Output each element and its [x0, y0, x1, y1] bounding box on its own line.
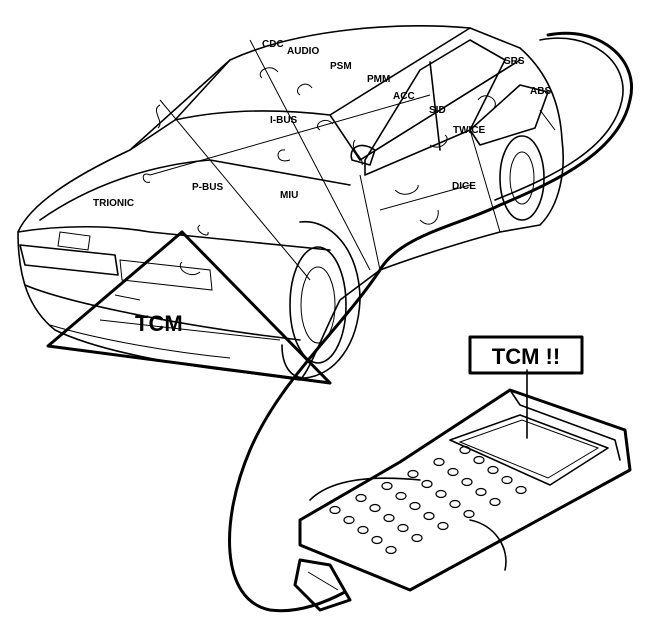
device-keypad	[329, 445, 527, 555]
module-label-sid: SID	[429, 105, 446, 116]
keypad-key	[435, 489, 447, 499]
keypad-key	[449, 499, 461, 509]
keypad-key	[461, 477, 473, 487]
keypad-key	[355, 493, 367, 503]
keypad-key	[385, 545, 397, 555]
keypad-key	[447, 467, 459, 477]
module-label-twice: TWICE	[453, 125, 486, 136]
keypad-key	[397, 523, 409, 533]
keypad-key	[501, 475, 513, 485]
keypad-key	[463, 509, 475, 519]
module-label-dice: DICE	[452, 181, 476, 192]
module-label-acc: ACC	[393, 91, 415, 102]
module-label-abs: ABS	[530, 86, 551, 97]
module-label-miu: MIU	[280, 190, 298, 201]
module-label-cdc: CDC	[262, 39, 284, 50]
module-label-audio: AUDIO	[287, 46, 319, 57]
keypad-key	[395, 491, 407, 501]
keypad-key	[409, 501, 421, 511]
module-label-srs: SRS	[504, 56, 525, 67]
keypad-key	[437, 521, 449, 531]
keypad-key	[369, 503, 381, 513]
keypad-key	[459, 445, 471, 455]
keypad-key	[475, 487, 487, 497]
keypad-key	[489, 497, 501, 507]
keypad-key	[487, 465, 499, 475]
keypad-key	[473, 455, 485, 465]
diagnostic-cable	[228, 31, 633, 613]
device-screen	[449, 414, 609, 486]
diagnostic-tool	[293, 369, 632, 612]
device-connector	[293, 558, 352, 612]
module-label-pmm: PMM	[367, 74, 390, 85]
keypad-key	[371, 535, 383, 545]
keypad-key	[343, 515, 355, 525]
keypad-key	[421, 479, 433, 489]
keypad-key	[411, 533, 423, 543]
keypad-key	[381, 481, 393, 491]
tcm-wedge	[46, 230, 332, 385]
screen-callout: TCM !!	[468, 335, 584, 375]
keypad-key	[407, 469, 419, 479]
puzzle-seams	[142, 39, 556, 281]
module-label-psm: PSM	[330, 61, 352, 72]
module-label-pbus: P-BUS	[192, 182, 223, 193]
tcm-highlight-label: TCM	[135, 311, 183, 336]
screen-callout-label: TCM !!	[492, 344, 560, 369]
keypad-key	[515, 485, 527, 495]
keypad-key	[357, 525, 369, 535]
keypad-key	[383, 513, 395, 523]
keypad-key	[329, 505, 341, 515]
module-label-ibus: I-BUS	[270, 115, 298, 126]
module-label-trionic: TRIONIC	[93, 198, 134, 209]
keypad-key	[433, 457, 445, 467]
keypad-key	[423, 511, 435, 521]
car-illustration	[17, 25, 564, 381]
